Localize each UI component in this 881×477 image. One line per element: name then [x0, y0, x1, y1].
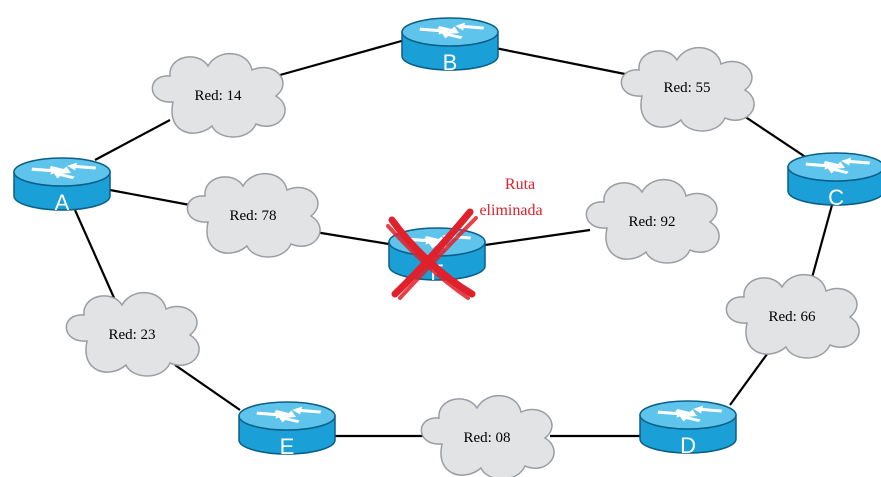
link-a-n14 [94, 119, 171, 161]
link-f-n92 [484, 228, 591, 247]
link-n55-c [734, 109, 811, 161]
link-b-n55 [494, 46, 631, 77]
router-d: D [639, 400, 737, 458]
link-n78-f [314, 230, 396, 247]
link-a-n78 [109, 188, 191, 207]
router-label: D [680, 433, 696, 458]
network-label: Red: 08 [463, 430, 510, 446]
removed-route-label: Ruta [505, 176, 535, 193]
router-e: E [238, 401, 336, 459]
network-cloud-78: Red: 78 [186, 172, 321, 258]
router-b: B [401, 17, 499, 75]
router-label: E [280, 434, 295, 459]
removed-cross-icon [386, 208, 478, 300]
network-label: Red: 55 [663, 80, 710, 96]
network-label: Red: 66 [768, 309, 816, 325]
network-cloud-08: Red: 08 [420, 394, 555, 477]
router-label: A [55, 190, 70, 215]
links [73, 38, 834, 438]
network-label: Red: 92 [628, 214, 675, 230]
link-n66-d [729, 349, 771, 406]
network-cloud-23: Red: 23 [65, 291, 200, 377]
link-n14-b [279, 38, 406, 77]
router-label: B [443, 50, 458, 75]
network-label: Red: 23 [108, 327, 155, 343]
link-n23-a [73, 209, 117, 301]
network-cloud-66: Red: 66 [725, 273, 860, 359]
router-c: C [787, 152, 881, 210]
network-cloud-55: Red: 55 [620, 46, 755, 132]
network-cloud-92: Red: 92 [585, 178, 720, 264]
link-c-n66 [808, 204, 834, 286]
link-e-n23 [174, 364, 241, 411]
network-label: Red: 14 [194, 88, 242, 104]
network-label: Red: 78 [229, 208, 276, 224]
network-cloud-14: Red: 14 [151, 52, 286, 138]
router-label: C [828, 185, 844, 210]
removed-route-label-2: eliminada [479, 202, 542, 219]
router-a: A [13, 157, 111, 215]
